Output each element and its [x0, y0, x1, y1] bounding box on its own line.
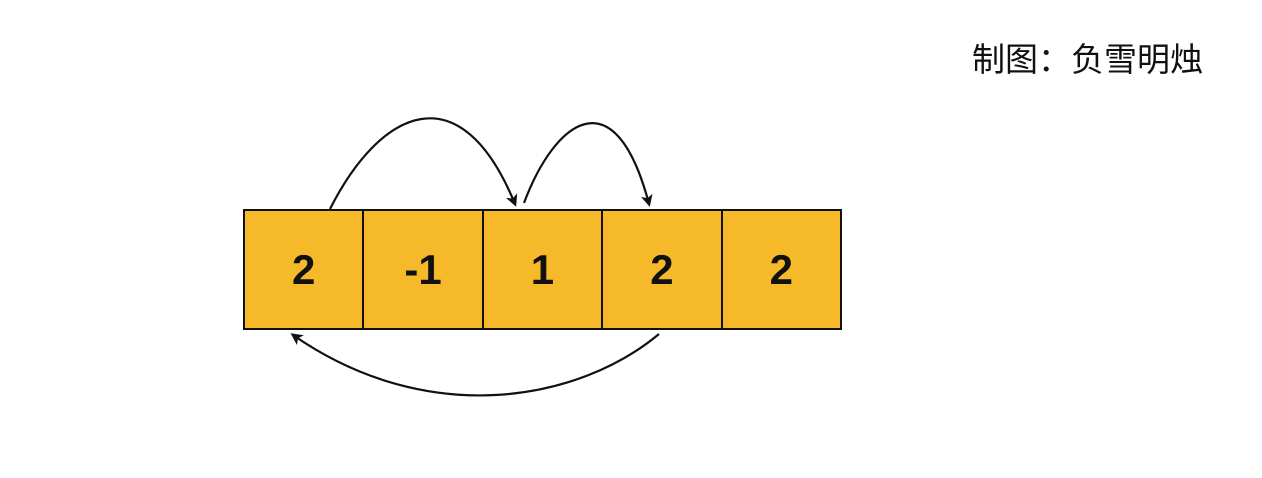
arrow-0-to-2: [329, 117, 518, 210]
array-cell-2: 1: [483, 211, 604, 328]
array-cell-0: 2: [245, 211, 365, 328]
array-cell-4: 2: [722, 211, 842, 328]
array-cell-1: -1: [364, 211, 484, 328]
arrow-2-to-3: [522, 122, 653, 207]
arrow-3-to-0: [290, 333, 660, 397]
array-cell-3: 2: [603, 211, 723, 328]
credit-label: 制图：负雪明烛: [972, 40, 1203, 79]
